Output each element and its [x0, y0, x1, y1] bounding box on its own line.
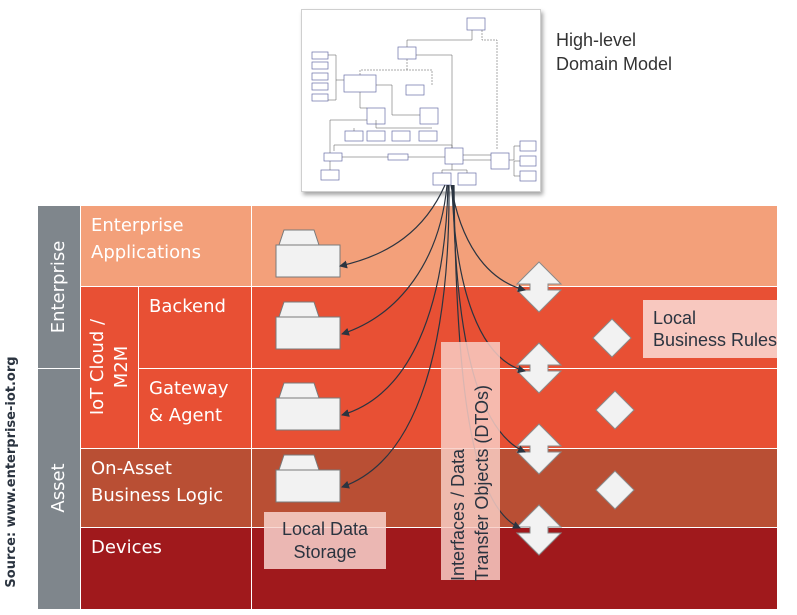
group-divider — [38, 368, 80, 369]
divider — [80, 206, 81, 609]
layer-enterprise-applications: Enterprise Applications — [81, 206, 251, 286]
group-asset: Asset — [38, 369, 80, 609]
layer-devices: Devices — [81, 528, 251, 609]
interfaces-dto-label: Interfaces / Data Transfer Objects (DTOs… — [441, 342, 500, 581]
group-iot-cloud: IoT Cloud / M2M — [81, 287, 138, 448]
interface-double-arrow-icon — [516, 342, 562, 394]
business-rule-diamond-icon — [592, 318, 632, 358]
layer-on-asset-business-logic: On-Asset Business Logic — [81, 449, 251, 527]
diagram-title: High-level Domain Model — [556, 30, 673, 74]
mapping-arrow — [341, 184, 450, 489]
group-enterprise: Enterprise — [38, 206, 80, 368]
mapping-arrow — [339, 184, 446, 269]
divider — [138, 287, 139, 448]
data-storage-folder-icon — [275, 382, 341, 431]
data-storage-folder-icon — [275, 229, 341, 278]
divider — [81, 527, 777, 528]
mapping-arrow — [341, 184, 448, 336]
data-storage-folder-icon — [275, 301, 341, 350]
business-rule-diamond-icon — [595, 390, 635, 430]
divider — [251, 206, 252, 609]
interface-double-arrow-icon — [516, 261, 562, 313]
interface-double-arrow-icon — [516, 423, 562, 475]
local-business-rules-label: Local Business Rules — [643, 300, 777, 358]
mapping-arrow — [341, 184, 449, 417]
divider — [81, 448, 777, 449]
layer-backend: Backend — [139, 287, 251, 368]
layer-gateway-agent: Gateway & Agent — [139, 369, 251, 448]
local-data-storage-label: Local Data Storage — [264, 512, 386, 569]
interface-double-arrow-icon — [516, 504, 562, 556]
uml-class-diagram-icon — [311, 17, 537, 186]
business-rule-diamond-icon — [595, 470, 635, 510]
data-storage-folder-icon — [275, 454, 341, 503]
domain-model-thumbnail — [301, 9, 541, 192]
divider — [81, 286, 777, 287]
